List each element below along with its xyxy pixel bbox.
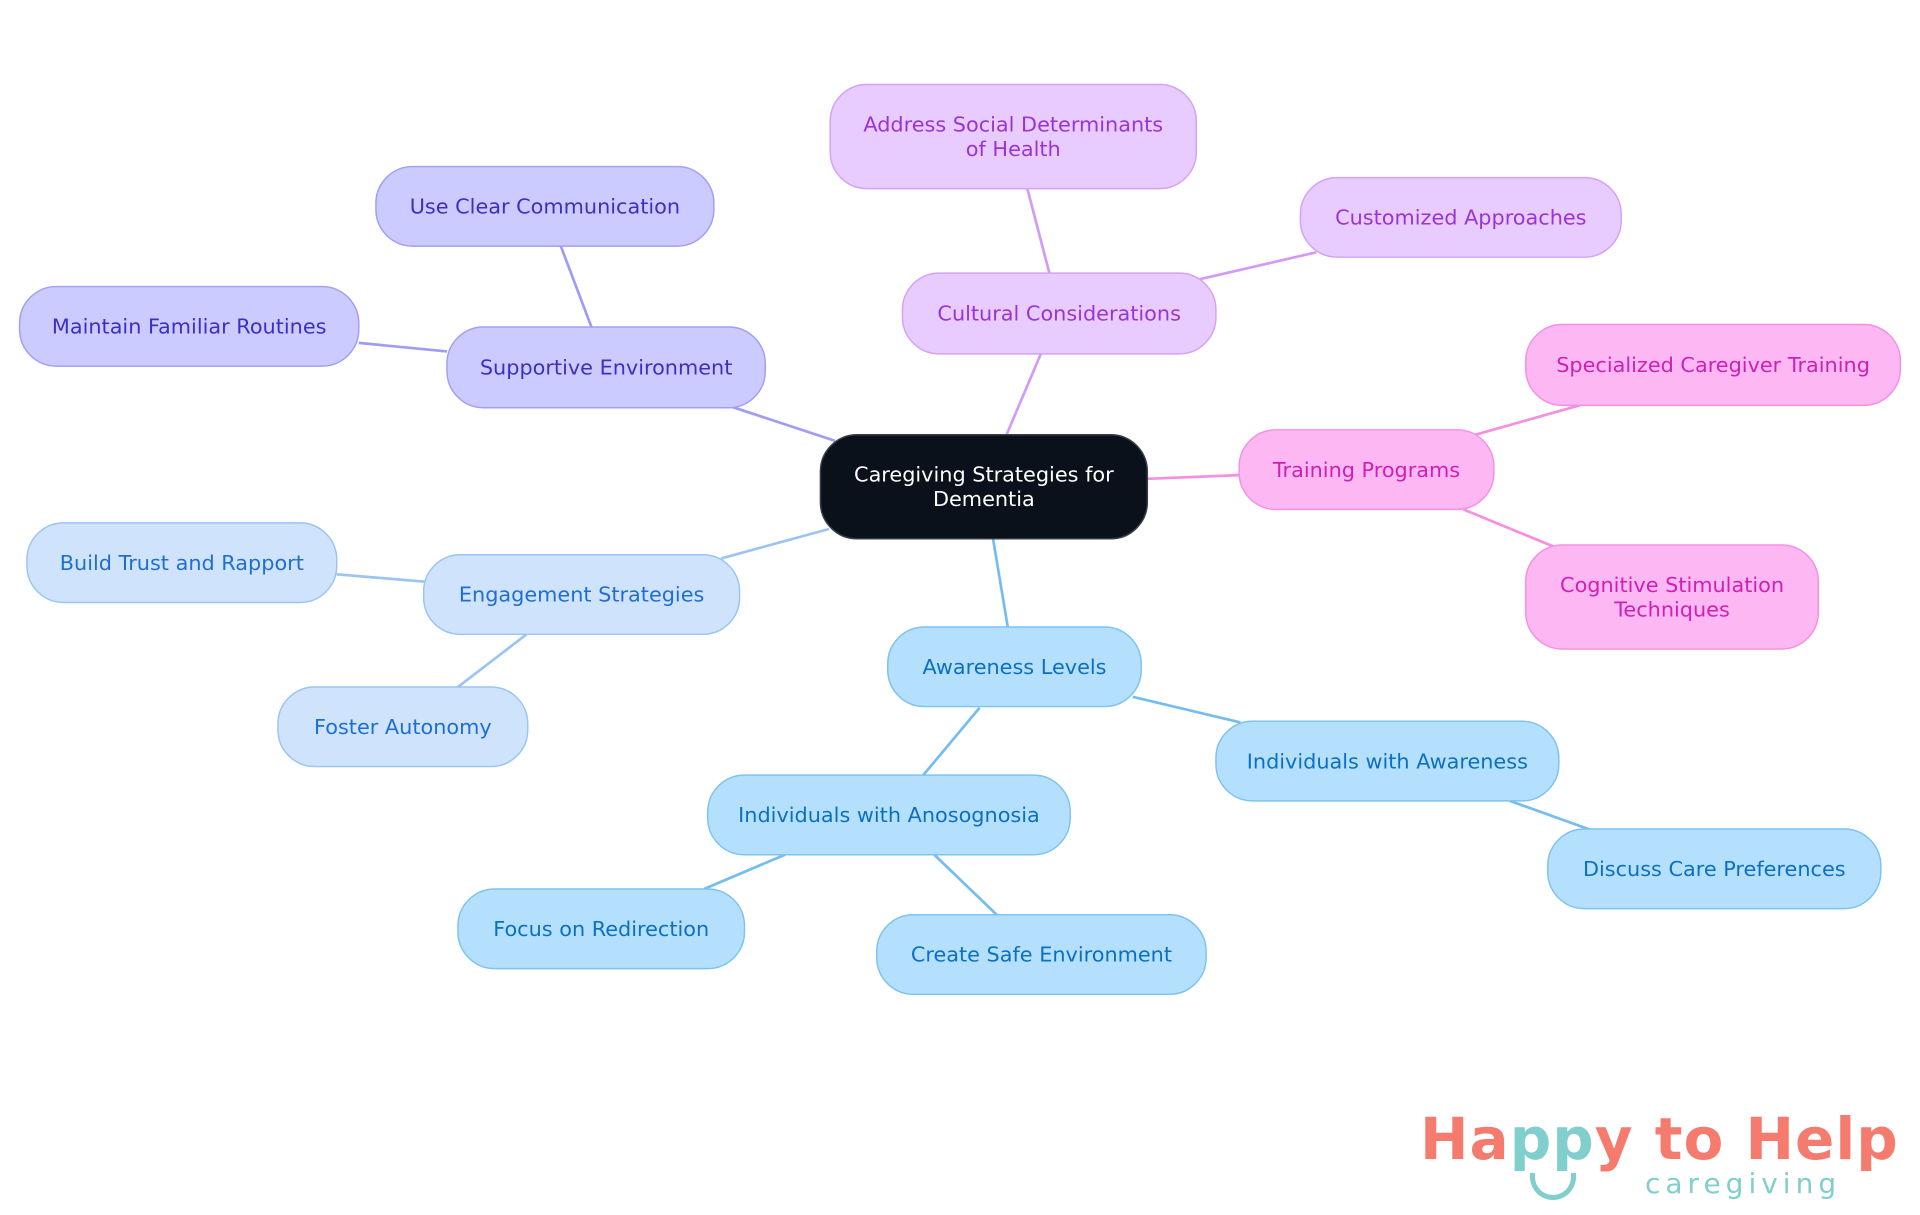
- node-box: [422, 553, 741, 636]
- node-discuss[interactable]: Discuss Care Preferences: [1547, 828, 1882, 910]
- node-cultural[interactable]: Cultural Considerations: [901, 272, 1217, 355]
- node-box: [1238, 429, 1495, 511]
- node-supportive[interactable]: Supportive Environment: [446, 326, 767, 409]
- node-box: [1547, 828, 1882, 910]
- node-box: [457, 888, 746, 970]
- edge-supportive-routines: [358, 341, 448, 353]
- node-trust[interactable]: Build Trust and Rapport: [26, 522, 338, 604]
- edge-root-training: [1147, 473, 1240, 481]
- edge-supportive-clear: [559, 245, 593, 328]
- node-box: [819, 433, 1149, 540]
- node-box: [18, 285, 360, 367]
- happy-to-help-logo: Happy to Help caregiving: [1420, 1105, 1899, 1200]
- node-anosognosia[interactable]: Individuals with Anosognosia: [707, 774, 1071, 856]
- node-label: Engagement Strategies: [459, 583, 704, 607]
- node-routines[interactable]: Maintain Familiar Routines: [18, 285, 360, 367]
- node-training[interactable]: Training Programs: [1238, 429, 1495, 511]
- node-box: [887, 626, 1142, 708]
- node-box: [1524, 544, 1820, 650]
- node-label: Maintain Familiar Routines: [52, 315, 327, 339]
- node-label: Training Programs: [1272, 458, 1460, 482]
- edge-root-cultural: [1005, 353, 1043, 436]
- node-box: [1524, 323, 1902, 407]
- node-box: [446, 326, 767, 409]
- edge-engagement-autonomy: [457, 633, 528, 689]
- node-box: [1215, 720, 1560, 802]
- node-label: Build Trust and Rapport: [60, 551, 304, 575]
- node-box: [829, 83, 1198, 190]
- node-box: [1299, 176, 1622, 258]
- node-label: Focus on Redirection: [493, 917, 709, 941]
- node-clear[interactable]: Use Clear Communication: [375, 165, 715, 247]
- edge-root-engagement: [720, 527, 830, 560]
- edge-root-awareness: [991, 538, 1010, 628]
- node-box: [901, 272, 1217, 355]
- edge-awareness-anosognosia: [922, 706, 981, 776]
- edge-training-specialized: [1475, 404, 1580, 437]
- node-label: Address Social Determinants: [863, 113, 1163, 137]
- node-label: Discuss Care Preferences: [1583, 857, 1846, 881]
- node-awareness[interactable]: Awareness Levels: [887, 626, 1142, 708]
- edge-training-cognitive: [1462, 508, 1554, 548]
- node-box: [26, 522, 338, 604]
- connectors: [336, 188, 1593, 916]
- node-box: [375, 165, 715, 247]
- node-label: Cognitive Stimulation: [1560, 573, 1784, 597]
- node-autonomy[interactable]: Foster Autonomy: [277, 686, 529, 768]
- node-redirection[interactable]: Focus on Redirection: [457, 888, 746, 970]
- node-label: Caregiving Strategies for: [854, 463, 1114, 487]
- edge-anosognosia-redirection: [703, 853, 786, 891]
- node-indaware[interactable]: Individuals with Awareness: [1215, 720, 1560, 802]
- node-box: [707, 774, 1071, 856]
- edge-cultural-social: [1026, 188, 1051, 274]
- edge-root-supportive: [730, 405, 836, 443]
- node-box: [876, 913, 1207, 996]
- node-label: of Health: [966, 137, 1061, 161]
- edge-cultural-customized: [1199, 250, 1317, 281]
- node-label: Individuals with Awareness: [1247, 749, 1528, 773]
- smile-icon: [1530, 1173, 1576, 1200]
- node-label: Techniques: [1613, 597, 1730, 621]
- node-label: Dementia: [933, 487, 1035, 511]
- node-box: [277, 686, 529, 768]
- node-label: Specialized Caregiver Training: [1556, 353, 1870, 377]
- node-label: Use Clear Communication: [410, 195, 680, 219]
- node-label: Individuals with Anosognosia: [738, 803, 1040, 827]
- edge-anosognosia-safe: [933, 853, 998, 916]
- node-label: Foster Autonomy: [314, 715, 492, 739]
- edge-awareness-indaware: [1132, 695, 1241, 724]
- node-customized[interactable]: Customized Approaches: [1299, 176, 1622, 258]
- node-label: Awareness Levels: [922, 655, 1106, 679]
- node-specialized[interactable]: Specialized Caregiver Training: [1524, 323, 1902, 407]
- node-label: Create Safe Environment: [911, 943, 1172, 967]
- edge-indaware-discuss: [1509, 799, 1593, 832]
- node-label: Customized Approaches: [1335, 206, 1586, 230]
- node-safe[interactable]: Create Safe Environment: [876, 913, 1207, 996]
- edge-engagement-trust: [336, 572, 426, 584]
- node-label: Cultural Considerations: [937, 302, 1181, 326]
- node-label: Supportive Environment: [480, 356, 732, 380]
- node-engagement[interactable]: Engagement Strategies: [422, 553, 741, 636]
